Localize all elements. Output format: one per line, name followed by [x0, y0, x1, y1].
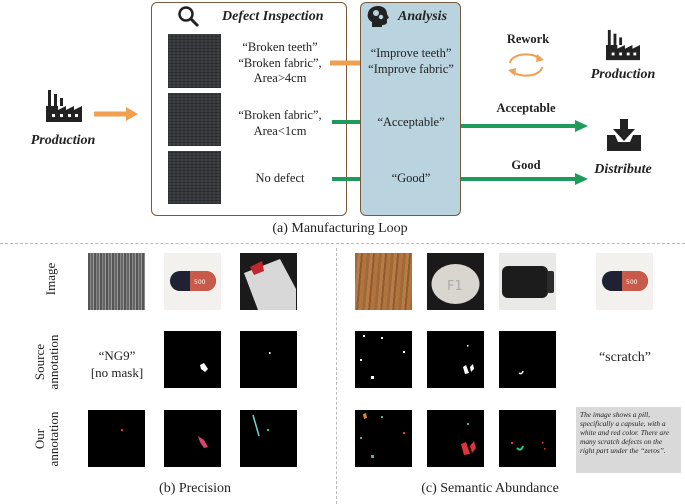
- ng9-text: “NG9”: [98, 348, 136, 363]
- analysis-box: [360, 2, 461, 216]
- wood-source-mask: [355, 331, 412, 388]
- capsule-source-mask: [164, 331, 221, 388]
- inbox-download-icon: [606, 118, 642, 152]
- texture-our-mask: [88, 410, 145, 467]
- analysis-text-row3: “Good”: [360, 171, 462, 186]
- analysis-text-row2: “Acceptable”: [360, 115, 462, 130]
- wood-image: [355, 253, 412, 310]
- cycle-icon: [504, 50, 548, 80]
- analysis-row3-line1: “Good”: [391, 171, 431, 185]
- fabric-image-3: [168, 151, 221, 204]
- input-arrow: [94, 107, 138, 121]
- tablet-source-mask: [427, 331, 484, 388]
- caption-semantic-abundance: (c) Semantic Abundance: [421, 481, 559, 496]
- row2-line2: Area<1cm: [253, 123, 307, 138]
- horizontal-separator: [0, 243, 685, 244]
- capsule-print: 500: [194, 279, 206, 286]
- acceptable-arrow: [461, 120, 588, 132]
- factory-icon-right: [604, 28, 642, 62]
- row-label-our: Our annotation: [32, 394, 61, 484]
- tablet-imprint: F1: [447, 279, 463, 294]
- pill-description-box: The image shows a pill, specifically a c…: [576, 407, 681, 473]
- rework-label: Rework: [506, 32, 550, 46]
- sheet-our-mask: [240, 410, 297, 467]
- row1-line3: Area>4cm: [253, 71, 307, 85]
- analysis-title: Analysis: [398, 9, 448, 24]
- factory-icon-left: [44, 88, 84, 124]
- production-label-right: Production: [590, 67, 656, 82]
- pill-description-text: The image shows a pill, specifically a c…: [580, 410, 670, 455]
- acceptable-label: Acceptable: [496, 101, 556, 115]
- capsule-image-2: 500: [596, 253, 653, 310]
- row3-line1: No defect: [255, 171, 305, 185]
- wood-our-mask: [355, 410, 412, 467]
- row-label-image: Image: [43, 262, 58, 296]
- inspection-text-row1: “Broken teeth” “Broken fabric”, Area>4cm: [218, 40, 342, 87]
- battery-image: [499, 253, 556, 310]
- production-label-left: Production: [30, 133, 96, 148]
- fabric-image-1: [168, 34, 221, 88]
- capsule-print-2: 500: [626, 279, 638, 286]
- caption-manufacturing-loop: (a) Manufacturing Loop: [272, 221, 408, 236]
- inspection-title: Defect Inspection: [222, 9, 324, 24]
- scratch-source-label: “scratch”: [598, 350, 652, 365]
- battery-source-mask: [499, 331, 556, 388]
- battery-our-mask: [499, 410, 556, 467]
- tablet-image: F1: [427, 253, 484, 310]
- head-gears-icon: [366, 5, 390, 29]
- fabric-image-2: [168, 93, 221, 146]
- inspection-text-row3: No defect: [218, 171, 342, 186]
- capsule-image: 500: [164, 253, 221, 310]
- row-label-our-line1: Our: [32, 428, 47, 450]
- sheet-image: [240, 253, 297, 310]
- sheet-source-mask: [240, 331, 297, 388]
- magnifier-icon: [176, 4, 200, 28]
- distribute-label: Distribute: [594, 162, 652, 177]
- row1-line2: “Broken fabric”,: [238, 55, 322, 70]
- inspection-text-row2: “Broken fabric”, Area<1cm: [218, 108, 342, 139]
- analysis-text-row1: “Improve teeth” “Improve fabric”: [360, 46, 462, 77]
- tablet-our-mask: [427, 410, 484, 467]
- vertical-separator: [336, 248, 337, 504]
- texture-image: [88, 253, 145, 310]
- row-label-our-line2: annotation: [46, 411, 61, 467]
- row1-line1: “Broken teeth”: [242, 40, 318, 54]
- analysis-row1-line2: “Improve fabric”: [368, 61, 454, 76]
- ng9-source-label: “NG9” [no mask]: [82, 347, 152, 381]
- good-arrow: [461, 173, 588, 185]
- no-mask-text: [no mask]: [90, 365, 144, 380]
- capsule-our-mask: [164, 410, 221, 467]
- analysis-row2-line1: “Acceptable”: [377, 115, 445, 129]
- analysis-row1-line1: “Improve teeth”: [370, 46, 452, 60]
- caption-precision: (b) Precision: [159, 481, 231, 496]
- row2-line1: “Broken fabric”,: [238, 108, 322, 122]
- good-label: Good: [511, 158, 541, 172]
